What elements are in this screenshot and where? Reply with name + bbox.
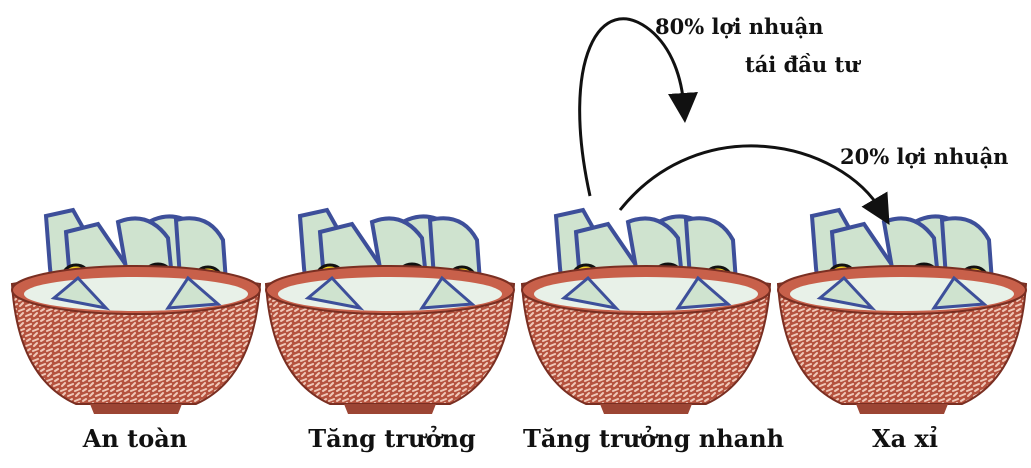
reinvest-label-line1: 80% lợi nhuận xyxy=(655,14,823,39)
basket-safe-icon xyxy=(12,210,260,414)
profit-arrow-label: 20% lợi nhuận xyxy=(840,144,1008,169)
basket-label-luxury: Xa xỉ xyxy=(780,424,1030,453)
basket-fast-growth-icon xyxy=(522,210,770,414)
basket-luxury-icon xyxy=(778,210,1026,414)
baskets-row xyxy=(12,210,1026,414)
basket-label-safe: An toàn xyxy=(10,424,260,453)
basket-growth-icon xyxy=(266,210,514,414)
basket-label-fast-growth: Tăng trưởng nhanh xyxy=(523,424,773,453)
reinvest-label-line2: tái đầu tư xyxy=(745,52,859,77)
basket-label-growth: Tăng trưởng xyxy=(267,424,517,453)
